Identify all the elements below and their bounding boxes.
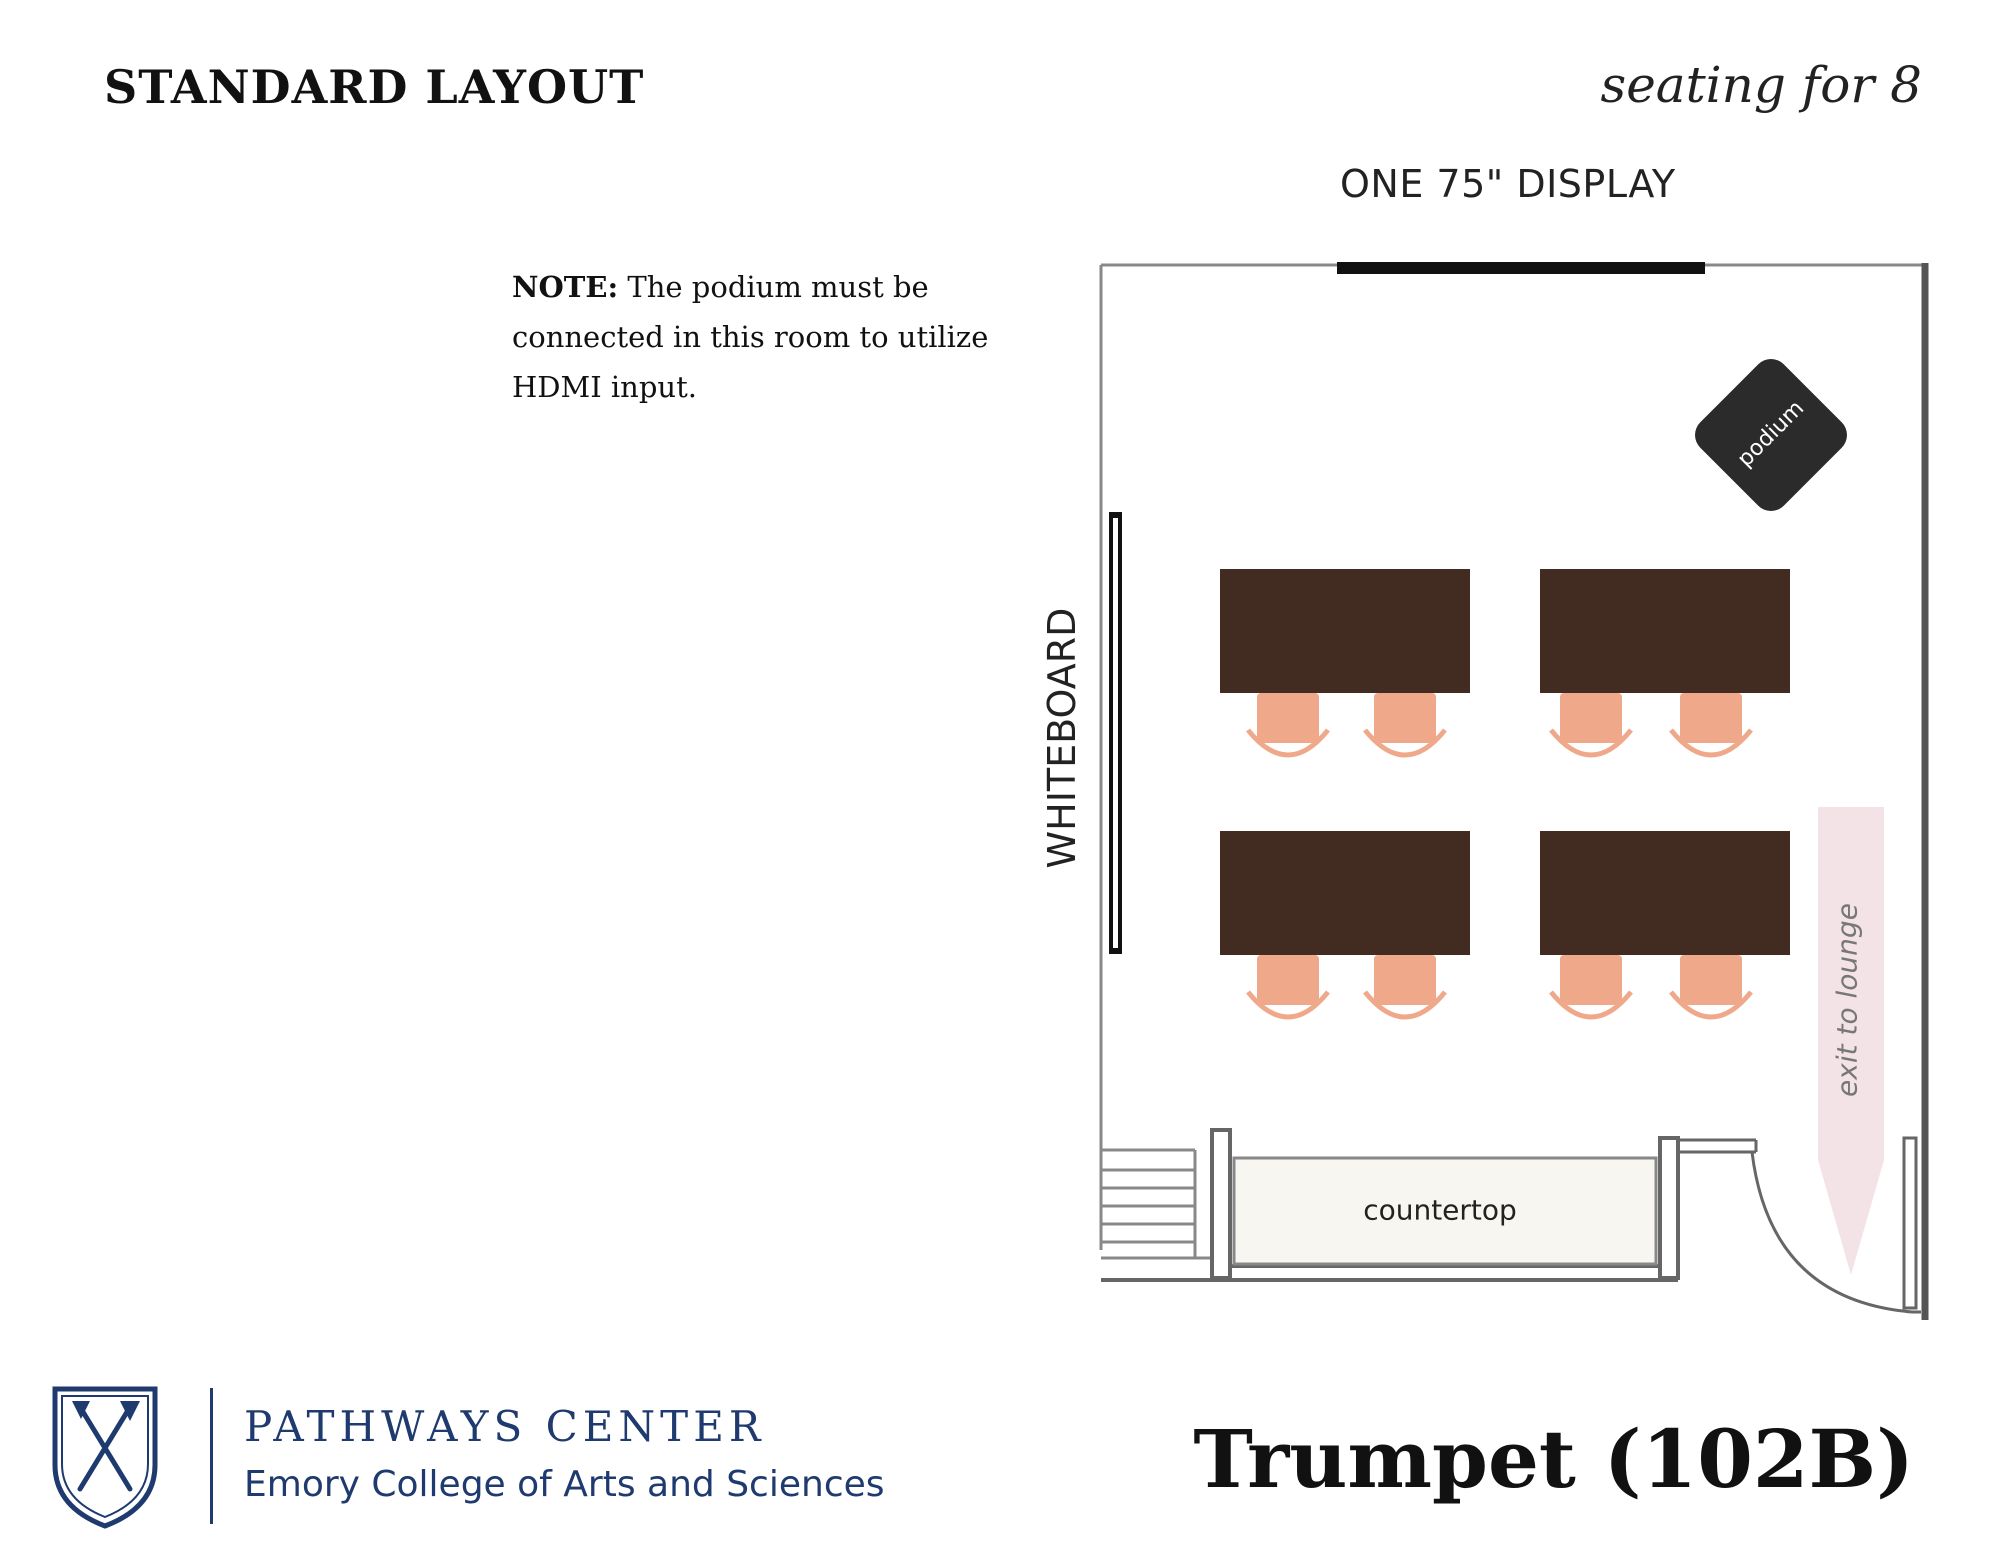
podium-note: NOTE: The podium must be connected in th… [512,262,1072,412]
chair [1246,955,1330,1020]
room-name: Trumpet (102B) [1193,1412,1914,1506]
logo-divider [210,1388,213,1524]
podium [1695,359,1847,511]
door [1678,1136,1921,1314]
chair [1669,693,1753,758]
table [1220,569,1470,693]
seating-capacity: seating for 8 [1600,56,1922,114]
chair [1363,955,1447,1020]
countertop [1232,1156,1658,1266]
note-text: The podium must be connected in this roo… [512,270,989,404]
emory-shield-icon [52,1386,158,1529]
table [1220,831,1470,955]
note-bold: NOTE: [512,270,619,304]
cabinet-lines [1101,1148,1212,1260]
center-name: PATHWAYS CENTER [244,1402,766,1451]
layout-title: STANDARD LAYOUT [104,60,645,114]
exit-arrow [1818,807,1884,1275]
table [1540,831,1790,955]
table [1540,569,1790,693]
countertop-label: countertop [1363,1193,1517,1227]
chair [1549,693,1633,758]
display-label: ONE 75" DISPLAY [1340,162,1676,206]
display-screen [1337,262,1705,274]
chair [1549,955,1633,1020]
whiteboard-label: WHITEBOARD [1040,607,1084,869]
exit-label: exit to lounge [1830,903,1864,1097]
wall-segment [1101,1128,1680,1282]
college-name: Emory College of Arts and Sciences [244,1464,885,1505]
chair [1669,955,1753,1020]
chair [1363,693,1447,758]
chair [1246,693,1330,758]
